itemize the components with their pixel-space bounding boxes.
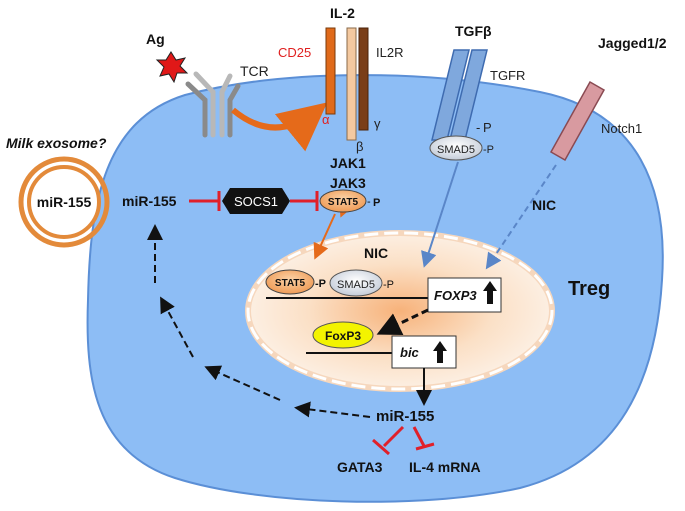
label-jak1: JAK1 bbox=[330, 155, 366, 171]
smad5-to-nucleus-arrow bbox=[421, 161, 459, 268]
stat5-to-nucleus-arrow bbox=[313, 213, 336, 260]
mir155-inhibits-il4-bar bbox=[415, 442, 435, 451]
label-jagged: Jagged1/2 bbox=[598, 35, 667, 51]
label-treg: Treg bbox=[568, 278, 610, 300]
bic-up-arrow-icon bbox=[433, 341, 447, 363]
socs1-box bbox=[222, 188, 290, 214]
label-smad5-nuc-p: -P bbox=[383, 279, 394, 291]
tgfr-p-dash: - bbox=[476, 120, 480, 135]
il2r-beta-chain bbox=[346, 27, 357, 141]
smad5-nucleus bbox=[329, 269, 383, 297]
nucleus-envelope bbox=[246, 231, 554, 391]
label-smad5-cyto: SMAD5 bbox=[437, 144, 475, 156]
antigen-star-icon bbox=[155, 51, 189, 84]
label-stat5-nuc: STAT5 bbox=[275, 278, 306, 289]
stat5-cyto-dash: - bbox=[367, 196, 371, 208]
feedback-arrow-2 bbox=[204, 365, 281, 401]
milk-exosome-inner bbox=[27, 165, 101, 239]
label-notch1: Notch1 bbox=[601, 121, 642, 136]
notch-to-nucleus-arrow bbox=[485, 164, 557, 270]
mir155-inhibits-gata3-bar bbox=[372, 438, 390, 456]
stat5-cytoplasm bbox=[319, 189, 367, 213]
label-il2r: IL2R bbox=[376, 45, 403, 60]
notch1-receptor-icon bbox=[549, 80, 606, 162]
feedback-arrow-1 bbox=[294, 401, 371, 418]
label-tgfb: TGFβ bbox=[455, 23, 492, 39]
label-smad5-nuc: SMAD5 bbox=[337, 279, 375, 291]
label-gamma: γ bbox=[374, 116, 381, 131]
milk-exosome-outer bbox=[18, 156, 110, 248]
foxp3-protein bbox=[312, 321, 374, 349]
label-foxp3-gene: FOXP3 bbox=[434, 288, 477, 303]
stat5-nucleus bbox=[265, 269, 315, 295]
label-stat5-cyto-p: P bbox=[373, 197, 380, 209]
label-il4: IL-4 mRNA bbox=[409, 459, 481, 475]
label-beta: β bbox=[356, 139, 363, 154]
mir155-inhibits-gata3 bbox=[382, 425, 405, 448]
label-ag: Ag bbox=[146, 31, 165, 47]
label-nic-cyto: NIC bbox=[532, 197, 556, 213]
foxp3-up-arrow-icon bbox=[483, 281, 497, 304]
label-stat5-nuc-p: -P bbox=[315, 278, 326, 290]
label-il2: IL-2 bbox=[330, 5, 355, 21]
label-tgfr-p: P bbox=[483, 120, 492, 135]
label-tgfr: TGFR bbox=[490, 68, 525, 83]
label-gata3: GATA3 bbox=[337, 459, 383, 475]
label-jak3: JAK3 bbox=[330, 175, 366, 191]
cd25-alpha-chain bbox=[325, 27, 336, 115]
label-mir155-exosome: miR-155 bbox=[37, 194, 92, 210]
label-stat5-cyto: STAT5 bbox=[328, 197, 359, 208]
label-alpha: α bbox=[322, 112, 330, 127]
foxp3-gene-to-protein-arrow bbox=[376, 308, 429, 336]
il2r-gamma-chain bbox=[358, 27, 369, 131]
bic-gene-box bbox=[391, 335, 457, 369]
tcr-to-il2r-arrow bbox=[231, 102, 328, 152]
label-mir155-cyto: miR-155 bbox=[122, 193, 177, 209]
mir155-inhibits-il4 bbox=[412, 426, 426, 447]
label-mir155-bottom: miR-155 bbox=[376, 408, 434, 425]
label-foxp3-protein: FoxP3 bbox=[325, 329, 361, 343]
label-bic-gene: bic bbox=[400, 345, 420, 360]
tcr-receptor-icon bbox=[185, 71, 241, 138]
label-smad5-cyto-p: -P bbox=[483, 144, 494, 156]
label-tcr: TCR bbox=[240, 63, 269, 79]
label-nic-nucleus: NIC bbox=[364, 245, 388, 261]
label-socs1: SOCS1 bbox=[234, 194, 278, 209]
smad5-cytoplasm bbox=[429, 135, 483, 161]
label-cd25: CD25 bbox=[278, 45, 311, 60]
label-milk-exosome: Milk exosome? bbox=[6, 135, 107, 151]
